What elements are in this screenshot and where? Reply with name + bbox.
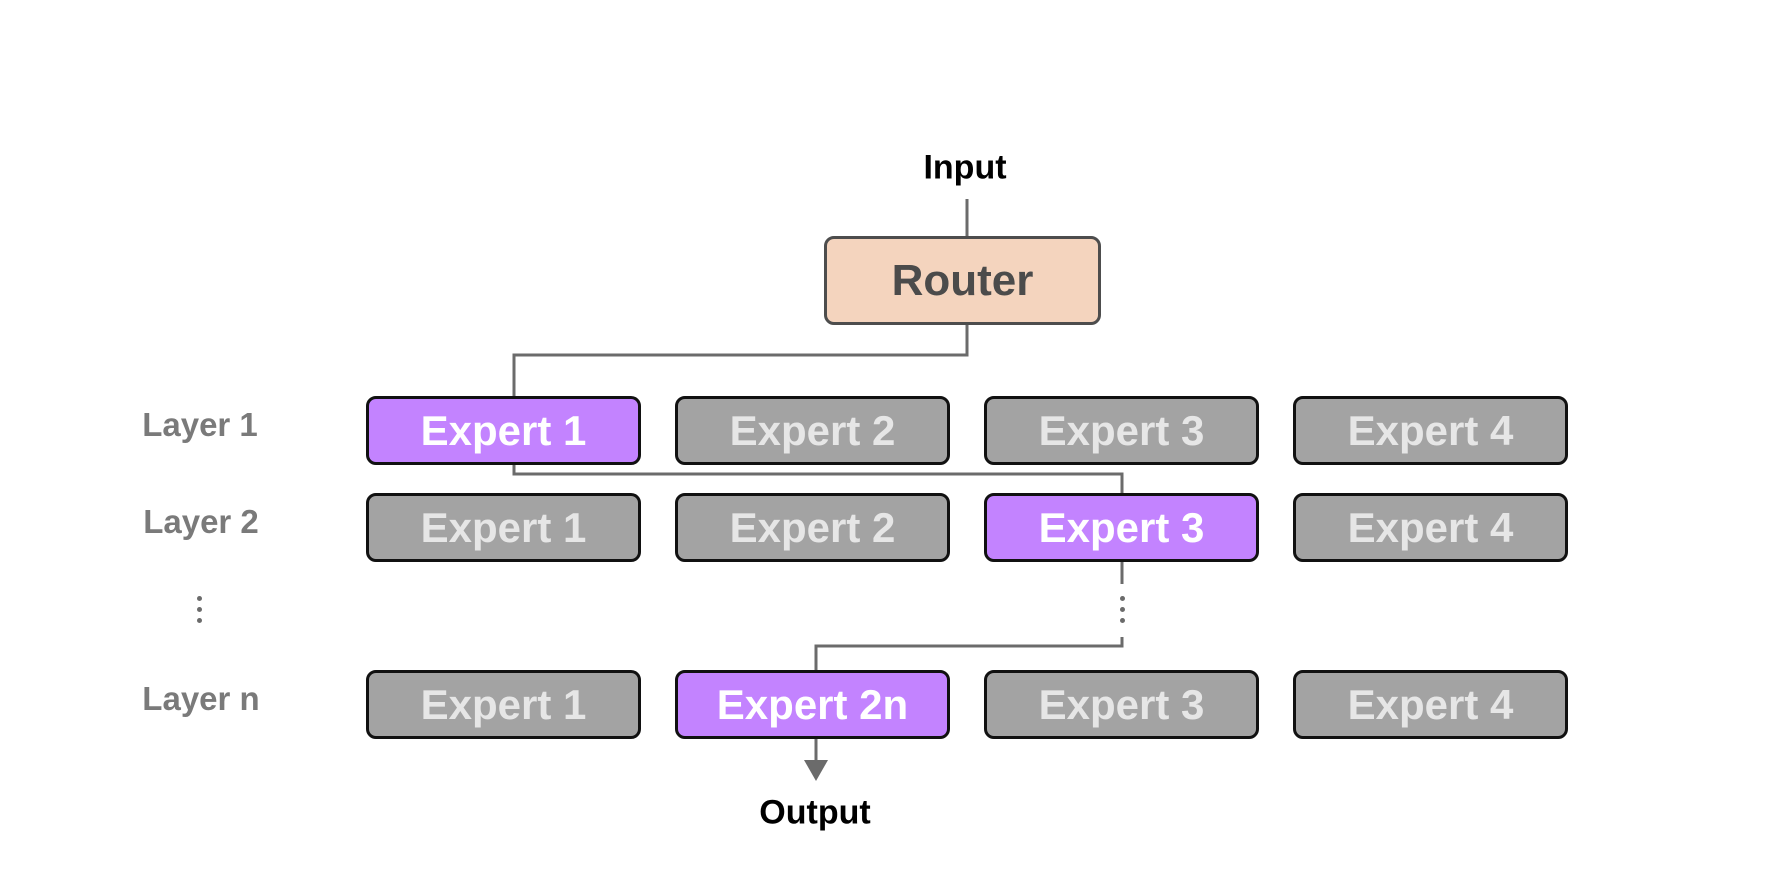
layer-label: Layer 1 xyxy=(142,406,258,443)
expert-label: Expert 2n xyxy=(716,680,909,728)
expert-box: Expert 1 xyxy=(366,670,641,739)
path-ellipsis xyxy=(1119,596,1125,623)
layer-ellipsis xyxy=(196,596,202,623)
expert-box-selected: Expert 2n xyxy=(675,670,950,739)
expert-label: Expert 4 xyxy=(1347,680,1514,728)
expert-box-selected: Expert 1 xyxy=(366,396,641,465)
layer1-to-layer2-line xyxy=(512,464,1124,493)
layer-label: Layer 2 xyxy=(143,503,259,540)
expert-box: Expert 4 xyxy=(1293,670,1568,739)
router-box: Router xyxy=(824,236,1101,325)
expert-box: Expert 3 xyxy=(984,670,1259,739)
router-label: Router xyxy=(891,255,1034,305)
expert-label: Expert 3 xyxy=(1038,680,1205,728)
expert-label: Expert 3 xyxy=(1038,406,1205,454)
expert-label: Expert 1 xyxy=(420,503,587,551)
expert-box: Expert 4 xyxy=(1293,493,1568,562)
router-to-layer1-expert1-line xyxy=(512,323,969,396)
expert-box: Expert 4 xyxy=(1293,396,1568,465)
expert-box: Expert 2 xyxy=(675,493,950,562)
expert-label: Expert 4 xyxy=(1347,406,1514,454)
expert-label: Expert 2 xyxy=(729,406,896,454)
expert-label: Expert 3 xyxy=(1038,503,1205,551)
output-label: Output xyxy=(759,793,871,832)
input-label: Input xyxy=(923,148,1007,187)
expert-box: Expert 2 xyxy=(675,396,950,465)
output-arrowhead xyxy=(804,760,828,781)
expert-box: Expert 3 xyxy=(984,396,1259,465)
expert-box: Expert 1 xyxy=(366,493,641,562)
expert-box-selected: Expert 3 xyxy=(984,493,1259,562)
layer-label: Layer n xyxy=(142,680,260,717)
expert-label: Expert 4 xyxy=(1347,503,1514,551)
expert-label: Expert 2 xyxy=(729,503,896,551)
expert-label: Expert 1 xyxy=(420,406,587,454)
skip-to-layern-line xyxy=(814,637,1124,670)
expert-label: Expert 1 xyxy=(420,680,587,728)
